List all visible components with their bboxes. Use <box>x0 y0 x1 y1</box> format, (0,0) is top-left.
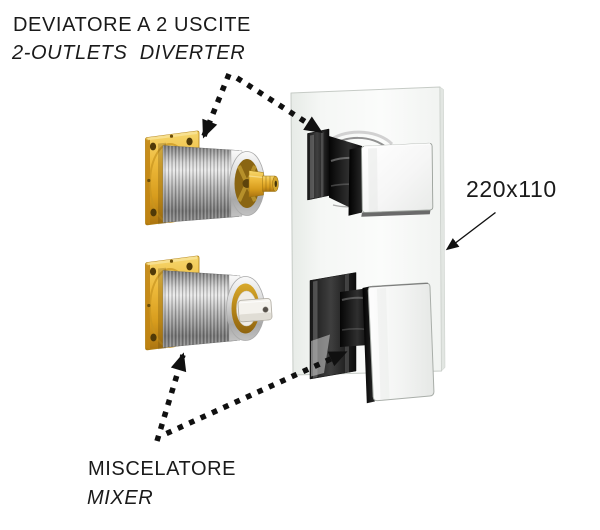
mixer-to-lever-arrow <box>165 349 348 437</box>
dimension-arrow <box>445 211 496 251</box>
mixer-cartridge-illustration <box>145 255 273 351</box>
mixer-cartridge-stem <box>237 298 273 323</box>
diverter-knob-face <box>361 142 434 213</box>
diverter-label-english: 2-OUTLETS DIVERTER <box>12 42 246 64</box>
mixer-label-english: MIXER <box>87 487 154 509</box>
plate-dimension-label: 220x110 <box>466 176 557 202</box>
mixer-label-italian: MISCELATORE <box>88 458 237 480</box>
diverter-to-knob-arrow <box>235 75 323 134</box>
wall-plate-edge <box>439 86 446 372</box>
diverter-label-italian: DEVIATORE A 2 USCITE <box>13 14 251 36</box>
diverter-to-cartridge-arrow <box>201 72 232 139</box>
diverter-cartridge-stem <box>248 170 264 198</box>
annotation-arrows <box>154 72 496 442</box>
mixer-to-cartridge-arrow <box>154 352 187 442</box>
diverter-cartridge-illustration <box>145 130 279 226</box>
diverter-knob-illustration <box>307 128 434 217</box>
mixer-lever-illustration <box>309 272 435 404</box>
